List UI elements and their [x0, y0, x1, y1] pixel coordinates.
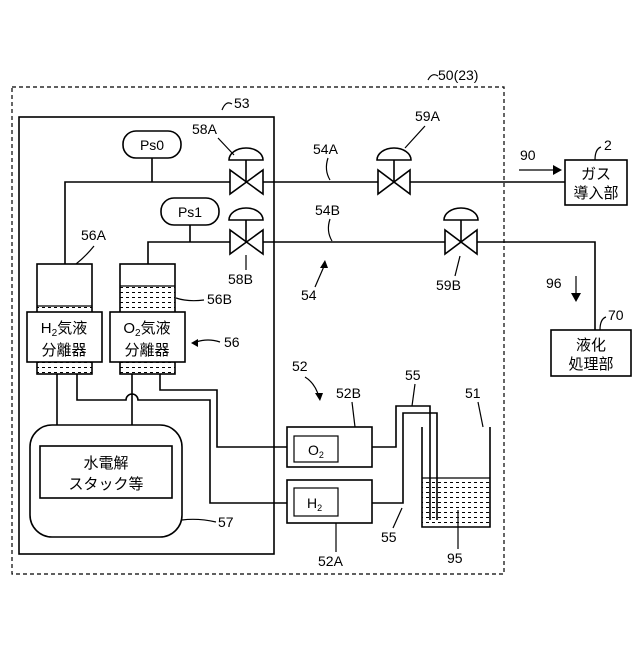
label-54B: 54B — [315, 202, 340, 218]
label-70: 70 — [608, 307, 624, 323]
o2-gas-liquid-separator: O2気液 分離器 56B 56 — [110, 264, 240, 374]
label-55-top: 55 — [405, 367, 421, 383]
label-59A: 59A — [415, 108, 441, 124]
label-90: 90 — [520, 147, 536, 163]
line-labels: 54A 54B 54 — [301, 141, 340, 303]
svg-text:液化: 液化 — [576, 337, 606, 354]
svg-text:スタック等: スタック等 — [68, 475, 143, 493]
label-2: 2 — [604, 137, 612, 153]
tank-51: 51 95 — [422, 385, 490, 566]
liquefaction-processing-unit: 液化 処理部 70 96 — [546, 275, 631, 376]
label-55-bottom: 55 — [381, 529, 397, 545]
svg-text:ガス: ガス — [581, 166, 611, 183]
svg-text:水電解: 水電解 — [83, 455, 128, 472]
label-95: 95 — [447, 550, 463, 566]
valve-59B: 59B — [436, 208, 478, 293]
label-54: 54 — [301, 287, 317, 303]
pressure-sensor-ps0: Ps0 — [123, 131, 181, 158]
h2-gas-liquid-separator: H2気液 分離器 56A — [27, 227, 107, 374]
svg-text:分離器: 分離器 — [41, 341, 86, 359]
label-96: 96 — [546, 275, 562, 291]
label-57: 57 — [218, 514, 234, 530]
label-53: 53 — [234, 95, 250, 111]
label-56A: 56A — [81, 227, 107, 243]
pressure-sensor-ps1: Ps1 — [161, 198, 219, 225]
svg-text:H2気液: H2気液 — [41, 320, 87, 339]
label-56: 56 — [224, 334, 240, 350]
label-58B: 58B — [228, 271, 253, 287]
unit-52A: H2 52A — [287, 480, 372, 569]
svg-text:分離器: 分離器 — [124, 341, 169, 359]
svg-text:Ps1: Ps1 — [178, 204, 202, 220]
label-56B: 56B — [207, 291, 232, 307]
svg-text:処理部: 処理部 — [568, 356, 613, 373]
label-52: 52 — [292, 358, 308, 374]
svg-text:O2気液: O2気液 — [123, 320, 170, 339]
label-51: 51 — [465, 385, 481, 401]
label-54A: 54A — [313, 141, 339, 157]
svg-text:Ps0: Ps0 — [140, 137, 164, 153]
svg-text:導入部: 導入部 — [573, 185, 618, 202]
label-52A: 52A — [318, 553, 344, 569]
valve-58B: 58B — [228, 208, 263, 287]
label-52B: 52B — [336, 385, 361, 401]
label-59B: 59B — [436, 277, 461, 293]
valve-59A: 59A — [377, 108, 441, 194]
gas-introduction-unit: ガス 導入部 2 90 — [519, 137, 627, 205]
valve-58A: 58A — [192, 121, 263, 194]
unit-52B: O2 52B — [287, 385, 372, 467]
label-58A: 58A — [192, 121, 218, 137]
label-system: 50(23) — [438, 67, 478, 83]
water-electrolysis-stack: 水電解 スタック等 57 — [30, 425, 234, 537]
